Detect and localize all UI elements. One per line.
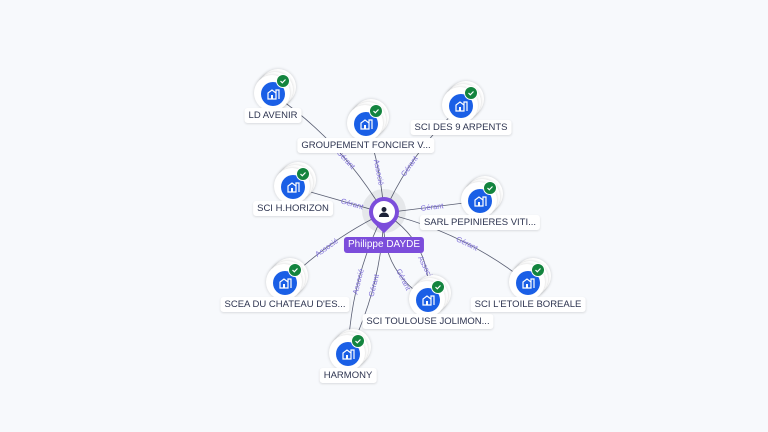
verified-check-icon bbox=[276, 74, 290, 88]
company-name[interactable]: SCI L'ETOILE BOREALE bbox=[470, 297, 586, 312]
edge-label: Gérant bbox=[455, 234, 480, 253]
company-name[interactable]: HARMONY bbox=[319, 368, 377, 383]
building-icon bbox=[468, 189, 492, 213]
verified-check-icon bbox=[531, 263, 545, 277]
edge-label: Gérant bbox=[399, 154, 420, 179]
edge-label: Gérant bbox=[420, 201, 445, 213]
person-name[interactable]: Philippe DAYDE bbox=[343, 237, 425, 253]
company-name[interactable]: SCI DES 9 ARPENTS bbox=[410, 120, 512, 135]
company-name[interactable]: SCEA DU CHATEAU D'ES... bbox=[220, 297, 350, 312]
company-name[interactable]: SCI H.HORIZON bbox=[253, 201, 333, 216]
edge-label: Associé bbox=[313, 236, 340, 259]
verified-check-icon bbox=[464, 86, 478, 100]
building-icon bbox=[416, 288, 440, 312]
verified-check-icon bbox=[431, 280, 445, 294]
verified-check-icon bbox=[483, 181, 497, 195]
company-name[interactable]: SARL PEPINIERES VITI... bbox=[419, 215, 541, 230]
company-name[interactable]: SCI TOULOUSE JOLIMON... bbox=[362, 314, 494, 329]
verified-check-icon bbox=[369, 104, 383, 118]
company-name[interactable]: GROUPEMENT FONCIER V... bbox=[297, 138, 435, 153]
person-icon bbox=[373, 201, 395, 223]
edge-label: Associé bbox=[351, 268, 366, 296]
verified-check-icon bbox=[351, 334, 365, 348]
verified-check-icon bbox=[296, 167, 310, 181]
edge-label: Associé bbox=[372, 159, 386, 187]
verified-check-icon bbox=[288, 263, 302, 277]
edge-label: Gérant bbox=[367, 272, 382, 297]
company-name[interactable]: LD AVENIR bbox=[244, 108, 302, 123]
edge-label: Gérant bbox=[394, 267, 413, 292]
